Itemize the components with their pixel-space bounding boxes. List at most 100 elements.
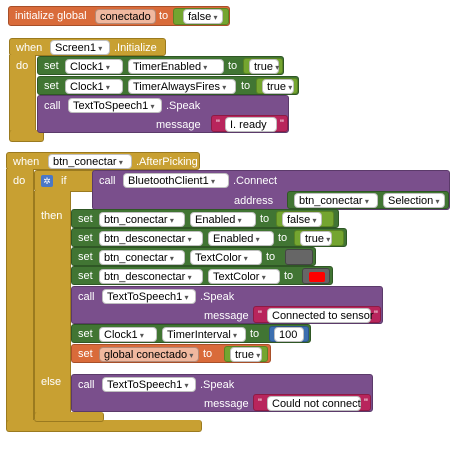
do-label: do — [13, 175, 26, 187]
text-string-block[interactable]: " Connected to sensor " — [253, 306, 381, 323]
message-text[interactable]: Connected to sensor — [267, 308, 374, 323]
call-speak-could-not-connect-block[interactable]: call TextToSpeech1 ▾ .Speak message " Co… — [71, 374, 373, 412]
tts-component-dropdown[interactable]: TextToSpeech1 ▾ — [68, 98, 162, 113]
global-var-dropdown[interactable]: global conectado ▾ — [99, 347, 199, 362]
number-block[interactable]: 100 — [269, 326, 309, 342]
boolean-dropdown[interactable]: false ▾ — [282, 212, 322, 227]
red-color-block[interactable] — [302, 268, 330, 284]
number-value[interactable]: 100 — [274, 327, 304, 342]
true-block[interactable]: true ▾ — [243, 58, 283, 74]
chevron-down-icon: ▾ — [103, 83, 110, 92]
component-dropdown[interactable]: Clock1 ▾ — [65, 79, 123, 94]
component-dropdown[interactable]: Clock1 ▾ — [65, 59, 123, 74]
property-dropdown[interactable]: Enabled ▾ — [208, 231, 274, 246]
property-dropdown[interactable]: TimerInterval ▾ — [162, 327, 246, 342]
text-string-block[interactable]: " I. ready " — [211, 115, 288, 132]
property-dropdown[interactable]: TimerEnabled ▾ — [128, 59, 224, 74]
speak-method: .Speak — [200, 291, 235, 303]
true-block[interactable]: true ▾ — [224, 346, 268, 362]
boolean-dropdown[interactable]: true ▾ — [262, 79, 294, 94]
set-clock-timeralwaysfires-block[interactable]: set Clock1 ▾ TimerAlwaysFires ▾ to true … — [37, 76, 299, 95]
getter-component-dropdown[interactable]: btn_conectar ▾ — [294, 193, 378, 208]
chevron-down-icon: ▾ — [95, 44, 103, 53]
bluetooth-component-dropdown[interactable]: BluetoothClient1 ▾ — [123, 173, 229, 188]
component-dropdown[interactable]: btn_desconectar ▾ — [99, 231, 203, 246]
screen-initialize-event[interactable]: when Screen1 ▾ .Initialize — [9, 38, 166, 56]
chevron-down-icon: ▾ — [201, 63, 208, 72]
afterpicking-footer — [6, 420, 202, 432]
message-text[interactable]: Could not connect — [267, 396, 361, 411]
true-block[interactable]: true ▾ — [256, 78, 298, 94]
call-speak-connected-block[interactable]: call TextToSpeech1 ▾ .Speak message " Co… — [71, 286, 383, 324]
component-dropdown[interactable]: Clock1 ▾ — [99, 327, 157, 342]
set-btn-desconectar-textcolor-block[interactable]: set btn_desconectar ▾ TextColor ▾ to — [71, 266, 333, 285]
chevron-down-icon: ▾ — [272, 63, 280, 72]
else-label: else — [41, 376, 62, 388]
if-block-footer — [34, 412, 104, 422]
property-dropdown[interactable]: TextColor ▾ — [208, 269, 280, 284]
to-label: to — [266, 251, 276, 263]
component-dropdown[interactable]: btn_desconectar ▾ — [99, 269, 203, 284]
chevron-down-icon: ▾ — [235, 216, 242, 225]
boolean-dropdown[interactable]: true ▾ — [230, 347, 262, 362]
global-var-name[interactable]: conectado — [95, 9, 156, 24]
message-text[interactable]: I. ready — [225, 117, 277, 132]
when-label: when — [16, 42, 43, 54]
set-btn-desconectar-enabled-block[interactable]: set btn_desconectar ▾ Enabled ▾ to true … — [71, 228, 347, 247]
if-else-block[interactable]: ✲ if — [34, 170, 97, 192]
selection-getter-block[interactable]: btn_conectar ▾ Selection ▾ — [287, 191, 449, 209]
set-label: set — [78, 270, 93, 282]
call-label: call — [99, 175, 116, 187]
property-dropdown[interactable]: TextColor ▾ — [190, 250, 262, 265]
true-block[interactable]: true ▾ — [294, 230, 344, 246]
gear-icon[interactable]: ✲ — [41, 175, 53, 187]
getter-property-dropdown[interactable]: Selection ▾ — [383, 193, 445, 208]
false-block[interactable]: false ▾ — [276, 211, 334, 227]
afterpicking-do-spine: do — [6, 169, 34, 427]
set-btn-conectar-textcolor-block[interactable]: set btn_conectar ▾ TextColor ▾ to — [71, 247, 316, 266]
to-label: to — [241, 80, 251, 92]
message-arg-label: message — [156, 119, 201, 131]
gray-color-block[interactable] — [285, 249, 313, 265]
then-label: then — [41, 210, 63, 222]
screen-component-dropdown[interactable]: Screen1 ▾ — [50, 40, 110, 55]
property-dropdown[interactable]: TimerAlwaysFires ▾ — [128, 79, 236, 94]
tts-component-dropdown[interactable]: TextToSpeech1 ▾ — [102, 377, 196, 392]
set-btn-conectar-enabled-block[interactable]: set btn_conectar ▾ Enabled ▾ to false ▾ — [71, 209, 339, 228]
chevron-down-icon: ▾ — [230, 331, 238, 340]
set-clock-timerinterval-block[interactable]: set Clock1 ▾ TimerInterval ▾ to 100 — [71, 324, 311, 343]
screen-event-name: .Initialize — [114, 42, 157, 54]
component-dropdown[interactable]: btn_conectar ▾ — [99, 212, 185, 227]
do-label: do — [16, 60, 29, 72]
event-component-dropdown[interactable]: btn_conectar ▾ — [48, 154, 132, 169]
boolean-dropdown[interactable]: true ▾ — [249, 59, 279, 74]
to-label: to — [260, 213, 270, 225]
chevron-down-icon: ▾ — [167, 254, 174, 263]
boolean-dropdown[interactable]: true ▾ — [300, 231, 332, 246]
tts-component-dropdown[interactable]: TextToSpeech1 ▾ — [102, 289, 196, 304]
address-arg-label: address — [234, 195, 274, 207]
component-dropdown[interactable]: btn_conectar ▾ — [99, 250, 185, 265]
global-value-dropdown[interactable]: false ▾ — [183, 9, 223, 24]
chevron-down-icon: ▾ — [187, 351, 194, 360]
call-bluetooth-connect-block[interactable]: call BluetoothClient1 ▾ .Connect address… — [92, 170, 450, 210]
call-speak-ready-block[interactable]: call TextToSpeech1 ▾ .Speak message " I.… — [37, 95, 289, 133]
chevron-down-icon: ▾ — [433, 197, 440, 206]
chevron-down-icon: ▾ — [137, 331, 144, 340]
initialize-global-label: initialize global — [15, 10, 87, 22]
quote-close: " — [280, 118, 284, 130]
to-label: to — [203, 348, 213, 360]
if-label: if — [61, 175, 67, 187]
quote-open: " — [258, 309, 262, 321]
else-section: else — [34, 370, 71, 415]
set-clock-timerenabled-block[interactable]: set Clock1 ▾ TimerEnabled ▾ to true ▾ — [37, 56, 284, 75]
text-string-block[interactable]: " Could not connect " — [253, 394, 371, 411]
afterpicking-event[interactable]: when btn_conectar ▾ .AfterPicking — [6, 152, 200, 170]
set-global-conectado-block[interactable]: set global conectado ▾ to true ▾ — [71, 344, 271, 363]
property-dropdown[interactable]: Enabled ▾ — [190, 212, 256, 227]
then-spine — [34, 191, 71, 221]
to-label: to — [228, 60, 238, 72]
chevron-down-icon: ▾ — [185, 235, 192, 244]
global-false-block[interactable]: false ▾ — [173, 8, 229, 25]
initialize-global-block[interactable]: initialize global conectado to false ▾ — [8, 6, 230, 26]
